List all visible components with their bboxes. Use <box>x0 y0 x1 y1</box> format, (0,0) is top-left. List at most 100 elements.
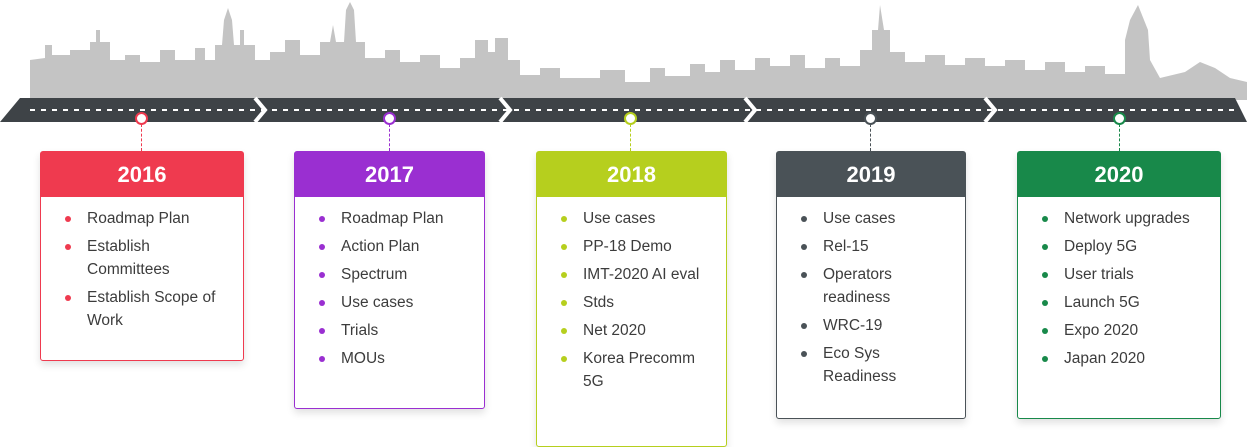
milestone-item-text: Rel-15 <box>823 238 869 255</box>
timeline-marker <box>864 112 877 125</box>
milestone-item-text: Use cases <box>583 210 656 227</box>
milestone-item: Deploy 5G <box>1042 235 1210 258</box>
milestone-item-text: Net 2020 <box>583 322 646 339</box>
bullet-icon <box>801 244 807 250</box>
timeline-marker <box>383 112 396 125</box>
milestone-item-text: Roadmap Plan <box>87 210 190 227</box>
milestone-item: Expo 2020 <box>1042 319 1210 342</box>
bullet-icon <box>1042 244 1048 250</box>
bullet-icon <box>319 272 325 278</box>
bullet-icon <box>319 244 325 250</box>
bullet-icon <box>1042 272 1048 278</box>
milestone-item: Establish Scope of Work <box>65 286 233 332</box>
timeline-connector <box>389 124 390 151</box>
milestone-item: Spectrum <box>319 263 474 286</box>
milestone-item-text: Network upgrades <box>1064 210 1190 227</box>
timeline-connector <box>1119 124 1120 151</box>
milestone-item: Use cases <box>319 291 474 314</box>
milestone-item-text: User trials <box>1064 266 1134 283</box>
milestone-item-text: Japan 2020 <box>1064 350 1146 367</box>
bullet-icon <box>1042 356 1048 362</box>
timeline-connector <box>630 124 631 151</box>
milestone-item-text: MOUs <box>341 350 385 367</box>
bullet-icon <box>561 328 567 334</box>
bullet-icon <box>319 328 325 334</box>
bullet-icon <box>801 272 807 278</box>
milestone-item: Roadmap Plan <box>319 207 474 230</box>
milestone-item: Network upgrades <box>1042 207 1210 230</box>
milestone-item: MOUs <box>319 347 474 370</box>
milestone-item: Establish Committees <box>65 235 233 281</box>
milestone-item: Eco Sys Readiness <box>801 342 955 388</box>
milestone-item-text: Establish Scope of Work <box>87 289 216 329</box>
milestone-item-text: Use cases <box>341 294 414 311</box>
milestone-item: Net 2020 <box>561 319 716 342</box>
milestone-item: User trials <box>1042 263 1210 286</box>
milestone-item-text: Launch 5G <box>1064 294 1140 311</box>
milestone-year: 2017 <box>295 152 484 197</box>
milestone-item-text: Action Plan <box>341 238 420 255</box>
milestone-item-text: Operators readiness <box>823 266 892 306</box>
milestone-item-text: Expo 2020 <box>1064 322 1139 339</box>
milestone-item: IMT-2020 AI eval <box>561 263 716 286</box>
milestone-year: 2020 <box>1018 152 1220 197</box>
bullet-icon <box>801 351 807 357</box>
milestone-item: Japan 2020 <box>1042 347 1210 370</box>
milestone-item: Korea Precomm 5G <box>561 347 716 393</box>
bullet-icon <box>561 244 567 250</box>
milestone-item: Roadmap Plan <box>65 207 233 230</box>
milestone-item: Stds <box>561 291 716 314</box>
bullet-icon <box>561 272 567 278</box>
timeline-connector <box>141 124 142 151</box>
timeline-marker <box>135 112 148 125</box>
bullet-icon <box>65 244 71 250</box>
milestone-item: Action Plan <box>319 235 474 258</box>
milestone-item-text: Establish Committees <box>87 238 170 278</box>
milestone-item-text: Korea Precomm 5G <box>583 350 695 390</box>
bullet-icon <box>561 216 567 222</box>
bullet-icon <box>561 356 567 362</box>
bullet-icon <box>319 356 325 362</box>
road <box>0 98 1247 122</box>
milestone-item: Trials <box>319 319 474 342</box>
milestone-item-text: Stds <box>583 294 615 311</box>
bullet-icon <box>801 216 807 222</box>
milestone-item: Use cases <box>561 207 716 230</box>
bullet-icon <box>65 295 71 301</box>
milestone-item-text: PP-18 Demo <box>583 238 672 255</box>
milestone-item: PP-18 Demo <box>561 235 716 258</box>
bullet-icon <box>319 216 325 222</box>
milestone-item: Use cases <box>801 207 955 230</box>
milestone-item: Launch 5G <box>1042 291 1210 314</box>
milestone-item-text: Use cases <box>823 210 896 227</box>
bullet-icon <box>319 300 325 306</box>
milestone-item: Rel-15 <box>801 235 955 258</box>
milestone-item-text: Spectrum <box>341 266 408 283</box>
bullet-icon <box>65 216 71 222</box>
bullet-icon <box>561 300 567 306</box>
city-skyline-road-banner <box>0 2 1247 124</box>
bullet-icon <box>801 323 807 329</box>
bullet-icon <box>1042 300 1048 306</box>
timeline-connector <box>870 124 871 151</box>
bullet-icon <box>1042 328 1048 334</box>
milestone-year: 2018 <box>537 152 726 197</box>
milestone-item: WRC-19 <box>801 314 955 337</box>
milestone-item-text: IMT-2020 AI eval <box>583 266 700 283</box>
milestone-item: Operators readiness <box>801 263 955 309</box>
milestone-item-text: Roadmap Plan <box>341 210 444 227</box>
milestone-year: 2016 <box>41 152 243 197</box>
bullet-icon <box>1042 216 1048 222</box>
milestone-item-text: Eco Sys Readiness <box>823 345 897 385</box>
milestone-item-text: Trials <box>341 322 379 339</box>
